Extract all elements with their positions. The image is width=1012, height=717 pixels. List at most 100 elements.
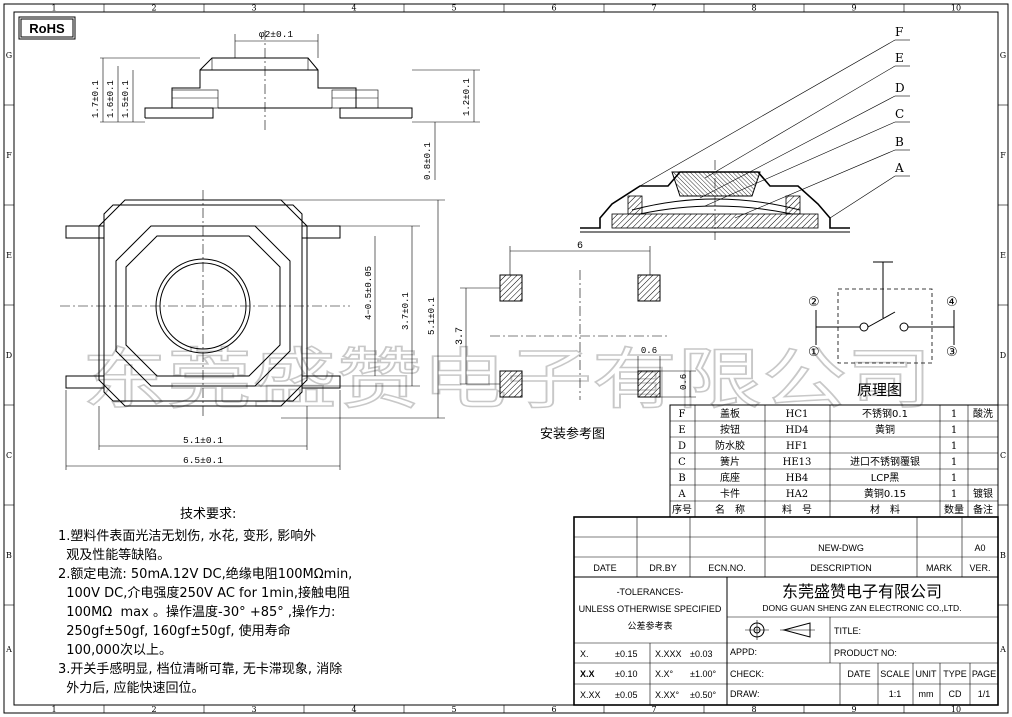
title-block bbox=[573, 516, 999, 706]
tol-fmt-a: X.XX bbox=[580, 690, 601, 700]
date-header: DATE bbox=[593, 563, 616, 573]
bom-no: E bbox=[678, 425, 685, 436]
page-label: PAGE bbox=[972, 669, 996, 679]
ecn-header: ECN.NO. bbox=[708, 563, 746, 573]
notes-line: 外力后, 应能快速回位。 bbox=[58, 680, 205, 696]
page-value: 1/1 bbox=[978, 689, 991, 699]
callout-labels: F E D C B A bbox=[894, 25, 905, 175]
ruler-right-B: B bbox=[1000, 551, 1006, 560]
ruler-right-A: A bbox=[999, 645, 1006, 654]
title-label: TITLE: bbox=[834, 626, 861, 636]
bom-no: D bbox=[678, 441, 686, 452]
ruler-top-10: 10 bbox=[951, 4, 961, 13]
title-block-text: NEW-DWG A0 DATE DR.BY ECN.NO. DESCRIPTIO… bbox=[579, 543, 997, 700]
bom-part: HF1 bbox=[786, 441, 808, 452]
company-en: DONG GUAN SHENG ZAN ELECTRONIC CO.,LTD. bbox=[762, 603, 961, 613]
install-label: 安装参考图 bbox=[540, 426, 605, 442]
tol-fmt-b: X.X° bbox=[655, 669, 674, 679]
bom-qty: 1 bbox=[951, 441, 957, 452]
rohs-badge: RoHS bbox=[29, 21, 65, 36]
dim-w65: 6.5±0.1 bbox=[183, 455, 223, 466]
tolerance-title: -TOLERANCES- bbox=[617, 587, 684, 597]
type-label: TYPE bbox=[943, 669, 967, 679]
bom-qty: 1 bbox=[951, 409, 957, 420]
schematic bbox=[815, 261, 955, 364]
dim-h4: 4−0.5±0.05 bbox=[364, 266, 374, 320]
bom-header-part: 料 号 bbox=[782, 503, 812, 516]
ruler-left-B: B bbox=[6, 551, 12, 560]
unit-label: UNIT bbox=[916, 669, 937, 679]
bom-no: B bbox=[678, 473, 685, 484]
callout-B: B bbox=[895, 135, 904, 149]
bom-row: F 盖板 HC1 不锈钢0.1 1 酸洗 bbox=[679, 407, 993, 420]
notes-line: 100,000次以上。 bbox=[58, 642, 172, 658]
bom-row: E 按钮 HD4 黄铜 1 bbox=[678, 423, 957, 436]
dim-h51: 5.1±0.1 bbox=[427, 297, 437, 335]
bom-no: A bbox=[677, 489, 686, 500]
tol-val-b: ±0.03 bbox=[690, 649, 712, 659]
bom-header-material: 材 料 bbox=[870, 503, 900, 516]
bom-header-qty: 数量 bbox=[944, 503, 964, 516]
ruler-left-C: C bbox=[6, 451, 12, 460]
ruler-left-F: F bbox=[6, 151, 12, 160]
dim-h08: 0.8±0.1 bbox=[423, 142, 433, 180]
tol-val-b: ±1.00° bbox=[690, 669, 716, 679]
bom-material: LCP黑 bbox=[871, 472, 900, 484]
section-view bbox=[580, 39, 910, 240]
bom-row: C 簧片 HE13 进口不锈钢覆银 1 bbox=[678, 455, 957, 468]
callout-E: E bbox=[895, 51, 904, 65]
dwg-number: NEW-DWG bbox=[818, 543, 864, 553]
bom-no: F bbox=[679, 409, 686, 420]
dim-pad-h: 3.7 bbox=[455, 327, 466, 345]
appd-label: APPD: bbox=[730, 647, 757, 657]
ruler-left-G: G bbox=[6, 51, 12, 60]
callout-A: A bbox=[894, 161, 904, 175]
schematic-pins: ② ① ④ ③ bbox=[808, 295, 958, 360]
tol-fmt-b: X.XX° bbox=[655, 690, 680, 700]
ruler-top-1: 1 bbox=[51, 4, 56, 13]
dim-h16: 1.6±0.1 bbox=[106, 80, 116, 118]
tol-val-b: ±0.50° bbox=[690, 690, 716, 700]
pin-1: ① bbox=[808, 345, 820, 360]
draw-label: DRAW: bbox=[730, 689, 760, 699]
ruler-bottom-7: 7 bbox=[651, 705, 656, 714]
bom-name: 盖板 bbox=[720, 407, 740, 420]
ruler-ticks bbox=[4, 4, 1008, 713]
ruler-left-D: D bbox=[6, 351, 12, 360]
scale-label: SCALE bbox=[880, 669, 910, 679]
dim-h15: 1.5±0.1 bbox=[121, 80, 131, 118]
notes-line: 2.额定电流: 50mA.12V DC,绝缘电阻100MΩmin, bbox=[58, 566, 352, 582]
date-label: DATE bbox=[847, 669, 870, 679]
bom-material: 不锈钢0.1 bbox=[862, 407, 908, 420]
pin-4: ④ bbox=[946, 295, 958, 310]
bom-rows: F 盖板 HC1 不锈钢0.1 1 酸洗 E 按钮 HD4 黄铜 1 D 防水胶… bbox=[672, 407, 993, 516]
ruler-right-D: D bbox=[1000, 351, 1006, 360]
bom-qty: 1 bbox=[951, 457, 957, 468]
notes-line: 100MΩ max 。操作温度-30° +85° ,操作力: bbox=[58, 604, 335, 620]
bom-part: HB4 bbox=[786, 473, 808, 484]
ruler-labels: 1 2 3 4 5 6 7 8 9 10 1 2 3 4 5 6 7 8 9 1… bbox=[5, 4, 1006, 715]
tol-val-a: ±0.05 bbox=[615, 690, 637, 700]
callout-F: F bbox=[895, 25, 903, 39]
bom-row: A 卡件 HA2 黄铜0.15 1 镀银 bbox=[677, 487, 993, 500]
ruler-bottom-1: 1 bbox=[51, 705, 56, 714]
bom-header-name: 名 称 bbox=[715, 503, 745, 516]
ruler-bottom-9: 9 bbox=[851, 705, 856, 714]
dim-diameter-top: φ2±0.1 bbox=[259, 29, 294, 40]
bom-header-no: 序号 bbox=[672, 503, 692, 516]
bom-name: 防水胶 bbox=[715, 439, 745, 452]
dim-h37: 3.7±0.1 bbox=[401, 292, 411, 330]
dim-pad-w: 6 bbox=[577, 241, 583, 252]
bom-row: D 防水胶 HF1 1 bbox=[678, 439, 957, 452]
bom-qty: 1 bbox=[951, 473, 957, 484]
bom-material: 进口不锈钢覆银 bbox=[850, 455, 920, 468]
tol-val-a: ±0.10 bbox=[615, 669, 637, 679]
bom-header: 序号 名 称 料 号 材 料 数量 备注 bbox=[672, 503, 993, 516]
bom-qty: 1 bbox=[951, 425, 957, 436]
bom-table bbox=[669, 404, 999, 518]
dim-pad-06b: 0.6 bbox=[679, 374, 689, 390]
tolerance-cn: 公差参考表 bbox=[627, 620, 672, 632]
top-view: 4−0.5±0.05 3.7±0.1 5.1±0.1 5.1±0.1 6.5±0… bbox=[60, 190, 445, 470]
ruler-top-5: 5 bbox=[451, 4, 456, 13]
